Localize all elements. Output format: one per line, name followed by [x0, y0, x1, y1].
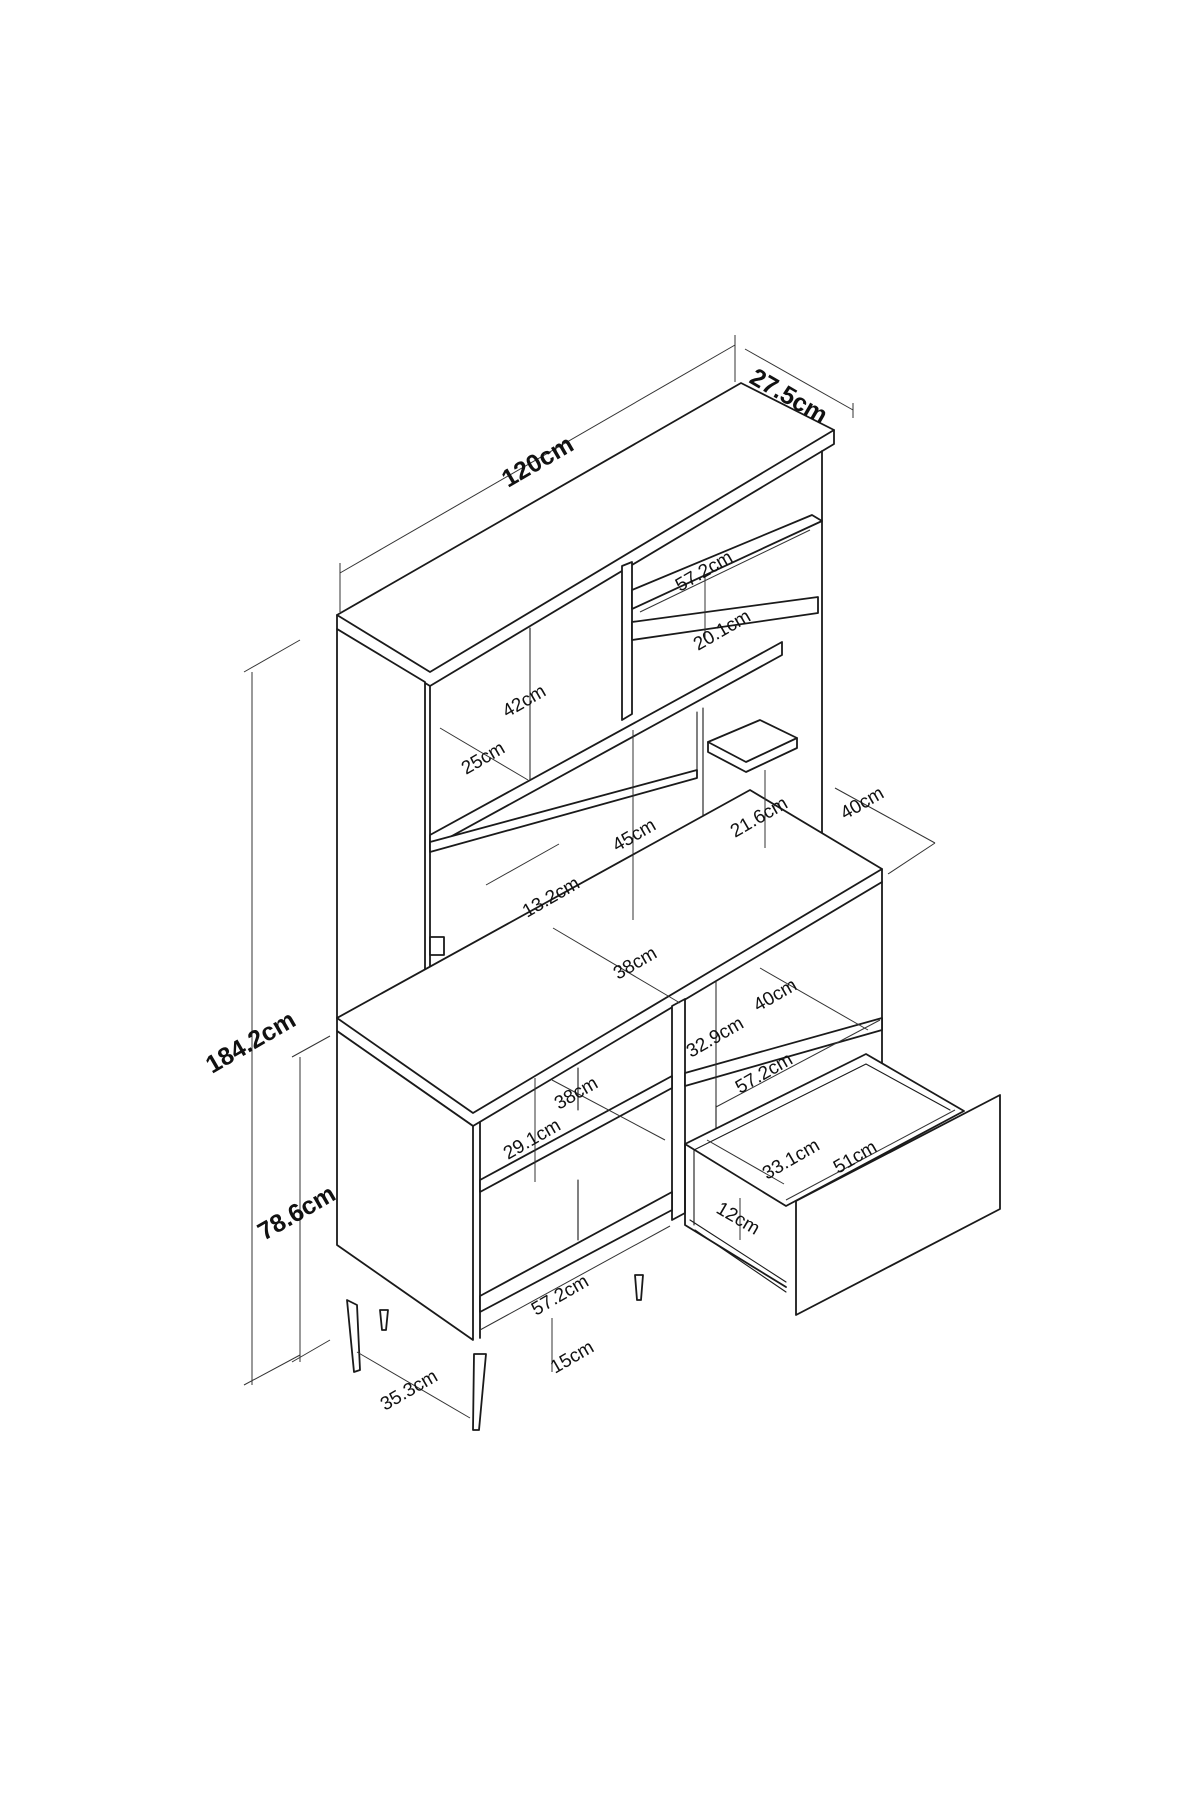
small-floating-shelf [707, 719, 798, 763]
label-base-depth-side: 35.3cm [377, 1366, 441, 1415]
base-left-side [336, 1030, 474, 1341]
hutch-unit [336, 382, 835, 1073]
label-left-upper-height: 42cm [499, 681, 550, 722]
label-overall-height: 184.2cm [201, 1006, 300, 1080]
hutch-vertical-divider [621, 561, 633, 721]
upper-right-shelf [631, 514, 823, 610]
base-center-divider [671, 998, 686, 1221]
base-right-shelf [684, 1017, 883, 1087]
base-left-shelf [479, 1075, 673, 1193]
drawer-front-panel [795, 1094, 1001, 1316]
base-cabinet [336, 789, 883, 1341]
leg-front-left [346, 1299, 361, 1373]
label-right-open-height: 32.9cm [683, 1013, 747, 1062]
dimension-lines [243, 335, 956, 1419]
drawer [684, 1053, 1001, 1316]
label-drawer-height: 12cm [713, 1198, 764, 1239]
leg-back-right [379, 1309, 389, 1331]
ledge-shelf [429, 769, 698, 853]
middle-right-shelf [631, 596, 819, 641]
label-left-cabinet-shelf-depth: 38cm [551, 1073, 602, 1114]
label-base-height: 78.6cm [253, 1180, 340, 1247]
legs [346, 1274, 644, 1431]
label-leg-height: 15cm [547, 1337, 598, 1378]
leg-back-center [634, 1274, 644, 1301]
drawer-box [684, 1053, 965, 1207]
label-upper-compartment-width: 57.2cm [672, 547, 736, 596]
label-right-open-depth: 40cm [750, 975, 801, 1016]
base-bottom-panel [479, 1191, 673, 1313]
label-base-depth: 40cm [837, 783, 888, 824]
label-left-upper-depth: 25cm [458, 738, 509, 779]
hutch-top-panel [336, 382, 835, 673]
hutch-small-step [429, 936, 445, 956]
leg-front-right [472, 1353, 487, 1431]
